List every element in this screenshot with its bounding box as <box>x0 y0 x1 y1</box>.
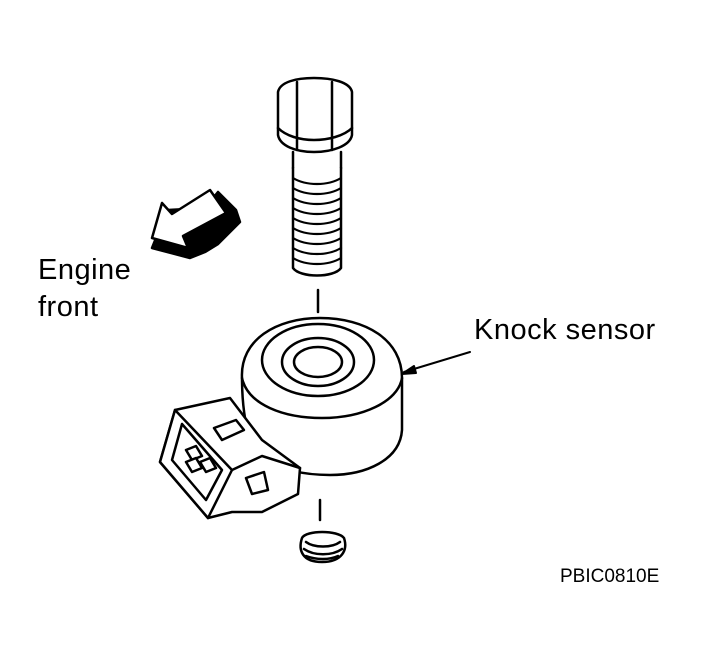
arrow-left-down-icon <box>150 188 242 260</box>
knock-sensor-label: Knock sensor <box>474 314 656 346</box>
engine-front-label-line1: Engine <box>38 254 132 286</box>
threaded-hole-icon <box>299 530 347 564</box>
knock-sensor-leader <box>401 351 471 375</box>
engine-front-label-line2: front <box>38 291 99 323</box>
knock-sensor-icon <box>158 316 404 520</box>
figure-code: PBIC0810E <box>560 566 660 587</box>
bolt-icon <box>276 76 354 277</box>
